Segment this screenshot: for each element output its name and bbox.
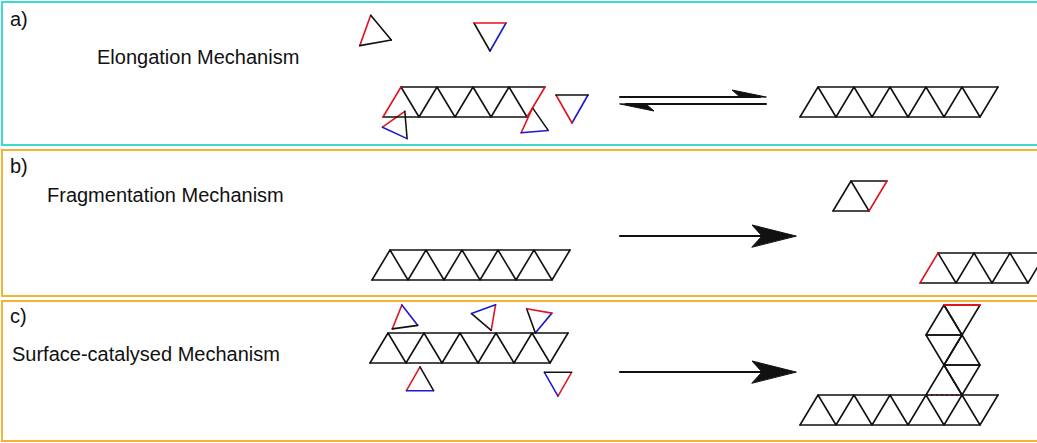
fragment — [833, 181, 887, 211]
reaction-arrow — [620, 361, 796, 383]
monomer-edge — [544, 372, 558, 396]
monomer-edge — [519, 108, 535, 133]
monomer-edge — [360, 40, 392, 46]
fibril-end — [944, 304, 980, 306]
monomer-edge — [535, 311, 551, 335]
fibril-edge — [800, 116, 980, 118]
monomer-edge — [523, 309, 539, 333]
monomer-edge — [474, 22, 506, 24]
panel-title: Surface-catalysed Mechanism — [12, 342, 280, 366]
fibril-edge — [833, 210, 869, 212]
monomer-edge — [355, 15, 376, 45]
monomer — [389, 303, 417, 329]
monomer-edge — [406, 390, 433, 392]
fibril-edge — [372, 279, 552, 281]
panel-box: b) Fragmentation Mechanism — [1, 149, 1037, 297]
monomer-edge — [402, 303, 418, 327]
monomer-edge — [521, 130, 548, 132]
fibril-zigzag — [800, 87, 998, 117]
monomer — [472, 305, 504, 335]
fibril-edge — [800, 424, 980, 426]
monomer-edge — [572, 95, 588, 123]
panel-title: Elongation Mechanism — [97, 45, 299, 69]
monomer-edge — [406, 367, 420, 391]
arrow-line — [620, 235, 765, 237]
arrow-head — [620, 104, 654, 111]
monomer-edge — [472, 305, 496, 314]
fibril-edge — [818, 86, 998, 88]
fibril-edge — [401, 86, 545, 88]
panel-letter: a) — [10, 7, 28, 31]
reaction-arrow — [620, 225, 796, 247]
branch-triangle — [944, 335, 980, 365]
fibril — [370, 333, 568, 363]
fibril-edge — [388, 332, 568, 334]
fibril-zigzag — [938, 253, 1037, 283]
panel-letter: c) — [10, 304, 27, 328]
branch-triangle — [926, 335, 962, 365]
fragment — [920, 253, 1037, 283]
fibril-edge — [962, 394, 998, 396]
fibril — [800, 87, 998, 117]
branch-triangle — [944, 305, 980, 335]
branched-fibril — [800, 305, 998, 425]
fibril-edge — [390, 249, 570, 251]
fibril-edge — [383, 116, 527, 118]
fibril-edge — [851, 180, 887, 182]
branch-triangle — [926, 365, 962, 395]
branch-triangle — [926, 305, 962, 335]
monomer-edge — [392, 325, 417, 329]
monomer-edge — [533, 107, 549, 132]
arrow-line — [620, 371, 765, 373]
fibril-edge — [920, 282, 1028, 284]
arrow-head — [752, 361, 796, 383]
monomer-edge — [556, 95, 572, 123]
monomer — [474, 23, 506, 51]
fibril-edge — [370, 362, 550, 364]
arrow-head — [732, 90, 766, 97]
fibril-end — [869, 181, 887, 211]
panel-title: Fragmentation Mechanism — [47, 183, 284, 207]
monomer-edge — [420, 367, 434, 391]
fibril-zigzag — [370, 333, 568, 363]
monomer — [556, 95, 588, 123]
monomer-edge — [382, 127, 407, 138]
arrow-head — [752, 225, 796, 247]
fibril — [372, 250, 570, 280]
fibril-end — [920, 253, 938, 283]
panel-box: a) Elongation Mechanism — [1, 1, 1037, 146]
monomer-edge — [371, 13, 392, 43]
fibril-end — [383, 87, 401, 117]
monomer-edge — [556, 94, 588, 96]
panel-letter: b) — [10, 154, 28, 178]
monomer-edge — [490, 23, 506, 51]
fibril-zigzag — [800, 395, 998, 425]
monomer-edge — [389, 305, 405, 329]
fibril-zigzag — [833, 181, 869, 211]
fibril-zigzag — [401, 87, 527, 117]
monomer — [406, 367, 433, 391]
fibril-edge — [938, 252, 1037, 254]
fibril — [383, 87, 545, 117]
monomer — [355, 13, 391, 46]
monomer-edge — [527, 309, 552, 313]
monomer-edge — [474, 23, 490, 51]
monomer-edge — [544, 372, 571, 374]
fibril-edge — [818, 394, 926, 396]
monomer — [544, 372, 571, 396]
equilibrium-arrow — [620, 90, 766, 111]
panel-box: c) Surface-catalysed Mechanism — [1, 300, 1037, 442]
fibril-end — [527, 87, 545, 117]
branch-triangle — [944, 365, 980, 395]
monomer — [523, 309, 552, 336]
monomer-edge — [558, 372, 572, 396]
fibril-zigzag — [372, 250, 570, 280]
